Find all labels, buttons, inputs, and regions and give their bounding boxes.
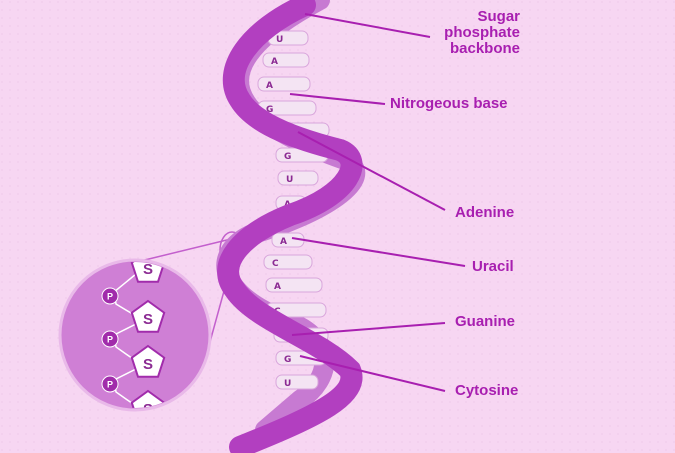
label-sugar-line1: Sugar [477, 8, 520, 25]
base-letter: A [280, 237, 287, 247]
sugar-label: S [143, 356, 153, 373]
inset-zoom: S S S S P P P [58, 258, 212, 418]
label-sugar-line3: backbone [449, 40, 520, 57]
backbone-strand-front [217, 0, 363, 453]
phosphate-circle-1: P [101, 287, 119, 305]
label-guanine: Guanine [455, 313, 516, 330]
base-letter: U [286, 175, 293, 185]
base-pair-3: A [257, 76, 311, 92]
sugar-pentagon-1: S [130, 261, 166, 283]
sugar-label: S [143, 401, 153, 418]
sugar-pentagon-3: S [130, 344, 166, 378]
base-letter: A [271, 57, 278, 67]
sugar-pentagon-2: S [130, 299, 166, 333]
label-adenine: Adenine [455, 204, 515, 221]
base-pair-2: A [262, 52, 310, 68]
label-sugar-phosphate-backbone: Sugar phosphate backbone [415, 9, 520, 57]
base-pair-10: C [263, 254, 313, 270]
base-letter: G [266, 105, 273, 115]
base-letter: A [274, 282, 281, 292]
label-uracil: Uracil [472, 258, 514, 275]
base-letter: C [272, 259, 279, 269]
sugar-pentagon-4: S [130, 389, 166, 418]
phosphate-label: P [107, 292, 113, 302]
phosphate-circle-3: P [101, 375, 119, 393]
base-letter: U [276, 35, 283, 45]
base-pair-15: U [275, 374, 319, 390]
label-cytosine: Cytosine [455, 382, 519, 399]
leader-lines [289, 13, 466, 392]
phosphate-label: P [107, 380, 113, 390]
base-letter: G [284, 152, 291, 162]
sugar-label: S [143, 311, 153, 328]
label-sugar-line2: phosphate [444, 24, 520, 41]
sugar-label: S [143, 261, 153, 278]
base-pair-4: G [257, 100, 317, 116]
base-letter: A [266, 81, 273, 91]
label-nitrogenous-base: Nitrogeous base [390, 95, 508, 112]
base-letter: U [284, 379, 291, 389]
base-letter: G [284, 355, 291, 365]
base-pair-11: A [265, 277, 323, 293]
phosphate-label: P [107, 335, 113, 345]
base-pair-7: U [277, 170, 319, 186]
inset-circle [58, 258, 212, 412]
phosphate-circle-2: P [101, 330, 119, 348]
